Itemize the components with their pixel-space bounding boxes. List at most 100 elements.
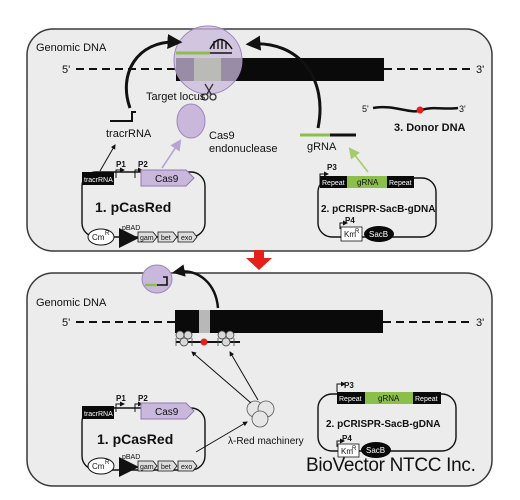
top-p3-label: P3 — [327, 163, 337, 172]
bottom-recombination-proteins-right — [217, 330, 235, 347]
top-free-cas9-icon — [176, 103, 206, 139]
top-repeat-right-box — [387, 176, 414, 188]
top-repeat-left-label: Repeat — [322, 180, 345, 187]
top-grna-gene-box — [347, 176, 387, 188]
transition-arrow-icon — [246, 250, 272, 270]
bottom-cas9-gene-label: Cas9 — [155, 407, 179, 418]
top-p2-promoter-icon — [134, 167, 143, 178]
bottom-p4-label: P4 — [342, 434, 352, 443]
top-km-superscript: R — [355, 229, 360, 235]
top-bet-gene — [157, 231, 178, 243]
top-donor-three-prime: 3' — [459, 104, 466, 114]
bottom-repeat-left-label: Repeat — [339, 396, 362, 403]
top-p1-label: P1 — [116, 160, 126, 169]
bottom-three-prime-label: 3' — [476, 317, 484, 329]
bottom-pcrispr-name: 2. pCRISPR-SacB-gDNA — [326, 419, 440, 430]
top-gam-gene — [137, 231, 158, 243]
top-p4-label: P4 — [345, 216, 355, 225]
top-donor-dna-label: 3. Donor DNA — [394, 122, 466, 134]
bottom-p3-label: P3 — [344, 381, 354, 390]
top-grna-hairpin — [209, 38, 233, 54]
top-repeat-left-box — [320, 176, 347, 188]
bottom-tracrrna-gene-box — [82, 406, 114, 419]
top-arrow-to-grna — [348, 147, 369, 173]
bottom-grna-gene-box — [365, 392, 413, 404]
top-tracrrna-gene-label: tracrRNA — [84, 177, 113, 184]
bottom-sacb-label: SacB — [366, 446, 385, 455]
bottom-cm-marker — [87, 457, 115, 475]
top-pcasred-name: 1. pCasRed — [95, 199, 171, 215]
top-sacb-marker — [364, 226, 394, 242]
bottom-pcasred-plasmid: tracrRNA P1 P2 Cas9 1. pCasRed Cm R pBAD… — [81, 394, 206, 477]
bottom-bet-gene — [157, 460, 178, 472]
bottom-pcasred-name: 1. pCasRed — [97, 431, 173, 447]
top-pcrispr-plasmid: P3 Repeat gRNA Repeat 2. pCRISPR-SacB-gD… — [317, 163, 437, 242]
top-p2-label: P2 — [138, 160, 148, 169]
scissors-icon — [201, 83, 217, 101]
bottom-cm-label: Cm — [92, 462, 105, 471]
top-bet-label: bet — [161, 235, 171, 242]
top-tracrrna-arrow — [124, 34, 183, 109]
top-exo-label: exo — [181, 235, 192, 242]
top-km-marker — [340, 226, 363, 242]
top-pbad-label: pBAD — [122, 225, 140, 232]
top-cm-marker — [87, 228, 115, 246]
bottom-grna-gene-label: gRNA — [378, 394, 400, 403]
bottom-genome-block-right — [210, 310, 383, 333]
bottom-repeat-right-box — [413, 392, 441, 404]
top-arrow-to-cas9 — [161, 139, 182, 169]
bottom-km-label: Km — [341, 447, 353, 456]
top-five-prime-label: 5' — [62, 64, 70, 76]
bottom-tracrrna-gene-label: tracrRNA — [84, 411, 113, 418]
top-cas9-label-line1: Cas9 — [209, 130, 235, 142]
top-p1-promoter-icon — [115, 167, 125, 178]
bottom-released-grna-hairpin — [157, 276, 168, 286]
top-tracrrna-gene-box — [82, 172, 114, 185]
bottom-p1-label: P1 — [116, 394, 126, 403]
top-pcrispr-name: 2. pCRISPR-SacB-gDNA — [321, 204, 435, 215]
top-cm-label: Cm — [92, 233, 105, 242]
bottom-cas9-gene-arrow — [140, 402, 195, 420]
top-grna-gene-label: gRNA — [357, 178, 379, 187]
bottom-p4-promoter-icon — [336, 438, 345, 447]
bottom-cm-superscript: R — [105, 460, 110, 466]
bottom-five-prime-label: 5' — [62, 317, 70, 329]
bottom-genomic-dna-label: Genomic DNA — [36, 297, 107, 309]
top-p4-promoter-icon — [339, 220, 348, 229]
bottom-gam-gene — [137, 460, 158, 472]
watermark: BioVector NTCC Inc. — [306, 455, 476, 476]
top-gam-label: gam — [140, 235, 154, 242]
bottom-arrow-to-right-recomb — [229, 351, 259, 401]
bottom-arrow-to-left-recomb — [191, 351, 252, 404]
top-target-locus-label: Target locus — [146, 91, 206, 103]
bottom-genome-block-left — [175, 310, 199, 333]
top-exo-gene — [177, 231, 198, 243]
top-cas9-label-line2: endonuclease — [209, 143, 278, 155]
bottom-p1-promoter-icon — [115, 401, 125, 412]
bottom-lambda-red-label: λ-Red machinery — [228, 436, 304, 447]
bottom-recombination-proteins-left — [175, 330, 193, 347]
bottom-pbad-label: pBAD — [122, 454, 140, 461]
bottom-sacb-marker — [361, 442, 391, 458]
bottom-gam-label: gam — [140, 464, 154, 471]
top-km-label: Km — [344, 230, 356, 239]
bottom-p2-label: P2 — [138, 394, 148, 403]
bottom-release-arrow — [172, 264, 220, 309]
bottom-exo-gene — [177, 460, 198, 472]
bottom-km-superscript: R — [352, 446, 357, 452]
bottom-km-marker — [337, 443, 360, 458]
top-cm-superscript: R — [105, 231, 110, 237]
bottom-lambda-red-proteins-icon — [246, 400, 275, 428]
bottom-exo-label: exo — [181, 464, 192, 471]
top-tracrrna-label: tracrRNA — [106, 128, 152, 140]
bottom-p3-promoter-icon — [336, 381, 346, 392]
top-pcasred-plasmid: tracrRNA P1 P2 Cas9 1. pCasRed Cm R pBAD… — [81, 160, 206, 248]
bottom-p2-promoter-icon — [134, 401, 143, 412]
top-cas9-gene-arrow — [140, 169, 195, 187]
top-donor-dna-mutation-dot — [416, 106, 424, 114]
top-donor-five-prime: 5' — [362, 104, 369, 114]
bottom-donor-mutation-dot — [200, 338, 208, 346]
top-arrow-to-tracrrna — [99, 144, 116, 172]
top-grna-arrow — [245, 35, 322, 129]
